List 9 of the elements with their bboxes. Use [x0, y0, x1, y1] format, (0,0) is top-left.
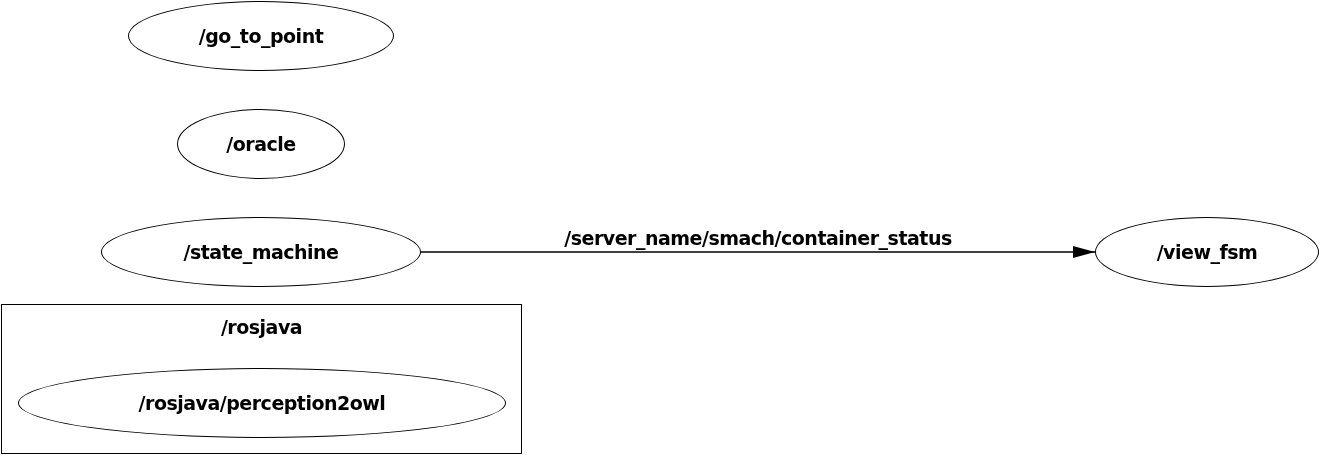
node-ellipse: /state_machine [101, 217, 421, 287]
arrow [420, 246, 1096, 258]
edge-label: /server_name/smach/container_status [564, 226, 952, 252]
node-ellipse: /go_to_point [128, 1, 394, 71]
cluster-box [1, 304, 522, 454]
node-ellipse: /oracle [177, 109, 345, 179]
node-ellipse: /rosjava/perception2owl [18, 368, 506, 438]
cluster-title: /rosjava [219, 315, 304, 340]
node-ellipse: /view_fsm [1095, 217, 1319, 287]
